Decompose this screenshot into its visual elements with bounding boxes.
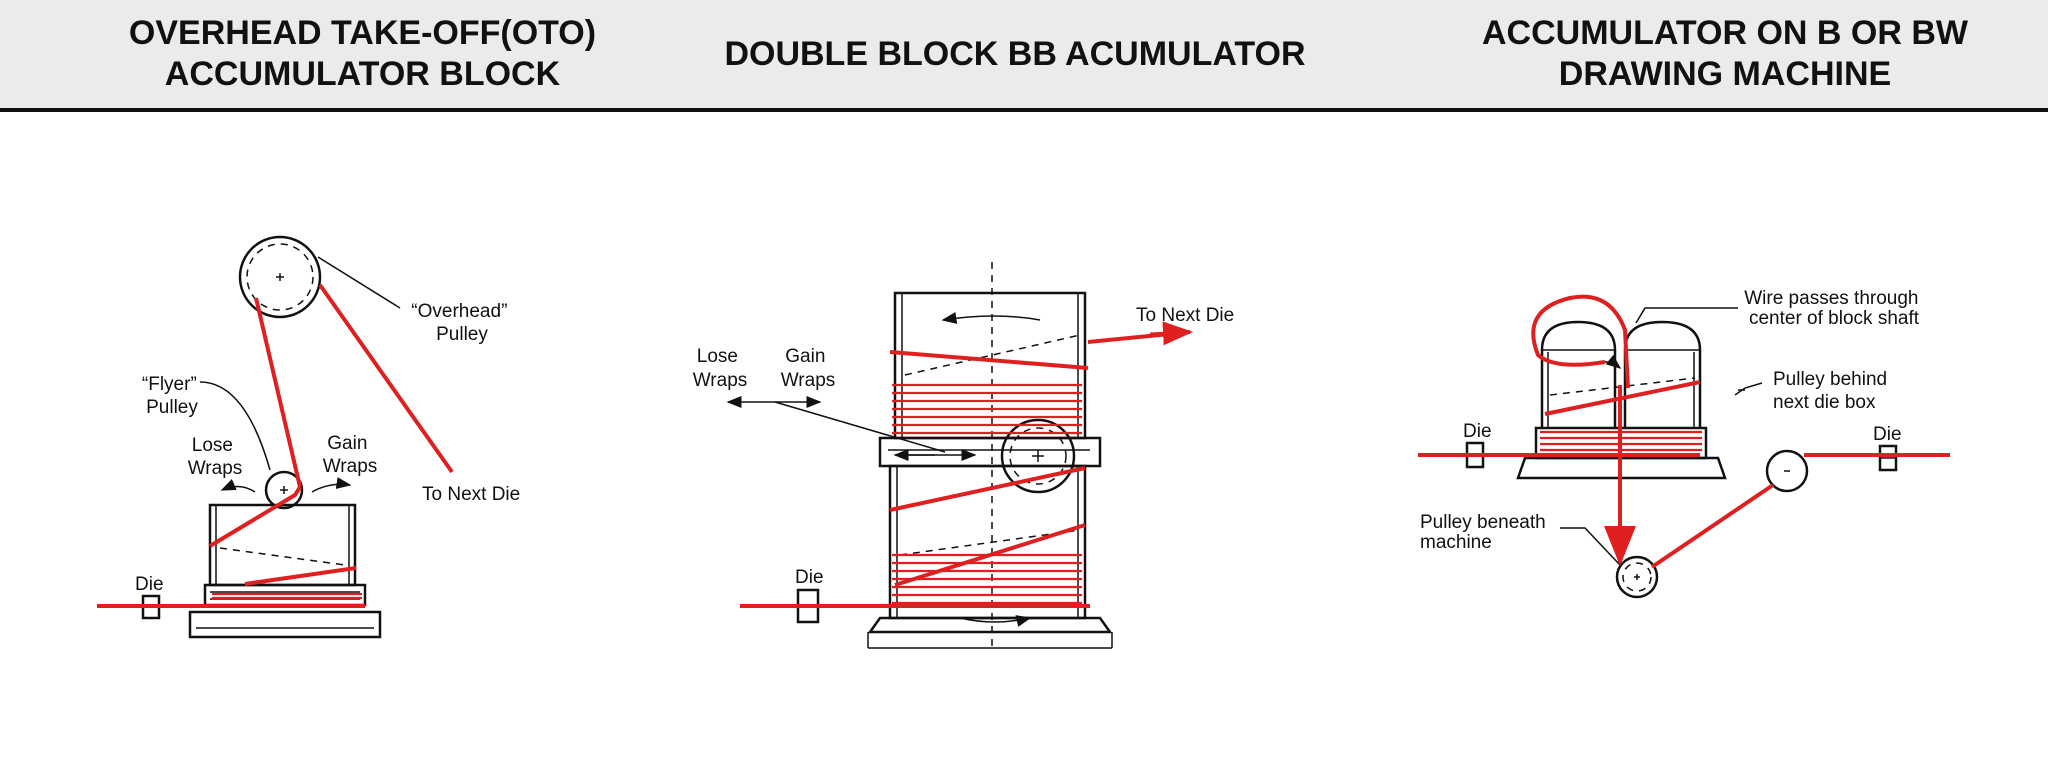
pulley-beneath-label: Pulley beneath machine bbox=[1420, 512, 1551, 553]
pulley-behind-label: Pulley behind next die box bbox=[1773, 369, 1892, 413]
lose-gain-arrows bbox=[726, 396, 977, 461]
pulley-behind-leader bbox=[1734, 382, 1763, 396]
wire-1 bbox=[97, 283, 454, 608]
title-double-block: DOUBLE BLOCK BB ACUMULATOR bbox=[724, 34, 1306, 73]
lose-arrow bbox=[220, 479, 256, 493]
gain-arrow bbox=[311, 477, 352, 493]
lose-wraps-label: Lose Wraps bbox=[188, 435, 243, 479]
pulley-behind-die-box bbox=[1765, 449, 1809, 493]
die-label-2: Die bbox=[795, 567, 824, 588]
wire-2 bbox=[740, 321, 1193, 608]
to-next-die-label-2: To Next Die bbox=[1136, 305, 1234, 326]
gain-wraps-label: Gain Wraps bbox=[323, 433, 378, 477]
die-right-label: Die bbox=[1873, 424, 1902, 445]
flyer-pulley-label: “Flyer” Pulley bbox=[142, 374, 202, 418]
wire-passes-leader bbox=[1635, 307, 1738, 324]
pulley-beneath-leader bbox=[1560, 527, 1621, 566]
diagram-double-block: Lose Wraps Gain Wraps To Next Die Die bbox=[693, 262, 1234, 649]
gain-wraps-label-2: Gain Wraps bbox=[781, 346, 836, 391]
header-bar: OVERHEAD TAKE-OFF(OTO) ACCUMULATOR BLOCK… bbox=[0, 0, 2048, 112]
flyer-leader bbox=[199, 381, 271, 471]
title-b-bw-accumulator: ACCUMULATOR ON B OR BW DRAWING MACHINE bbox=[1481, 14, 1969, 93]
title-oto-accumulator: OVERHEAD TAKE-OFF(OTO) ACCUMULATOR BLOCK bbox=[128, 14, 597, 93]
lose-wraps-label-2: Lose Wraps bbox=[693, 346, 748, 391]
overhead-pulley-label: “Overhead” Pulley bbox=[411, 301, 512, 345]
to-next-die-label: To Next Die bbox=[422, 484, 520, 505]
die-3-right bbox=[1878, 444, 1898, 472]
wire-3 bbox=[1418, 294, 1950, 569]
lower-block bbox=[867, 464, 1113, 649]
overhead-leader bbox=[317, 256, 401, 309]
pulley-beneath-machine bbox=[1615, 555, 1659, 599]
die-left-label: Die bbox=[1463, 421, 1492, 442]
flyer-pulley bbox=[264, 470, 304, 510]
wire-passes-label: Wire passes through center of block shaf… bbox=[1744, 288, 1924, 329]
overhead-pulley bbox=[238, 235, 322, 319]
diagram-b-bw-accumulator: Wire passes through center of block shaf… bbox=[1418, 288, 1950, 599]
diagram-oto-accumulator: “Overhead” Pulley “Flyer” Pulley Lose Wr… bbox=[97, 235, 520, 639]
die-label: Die bbox=[135, 574, 164, 595]
oto-block bbox=[188, 503, 382, 639]
center-pulley bbox=[1000, 418, 1076, 494]
